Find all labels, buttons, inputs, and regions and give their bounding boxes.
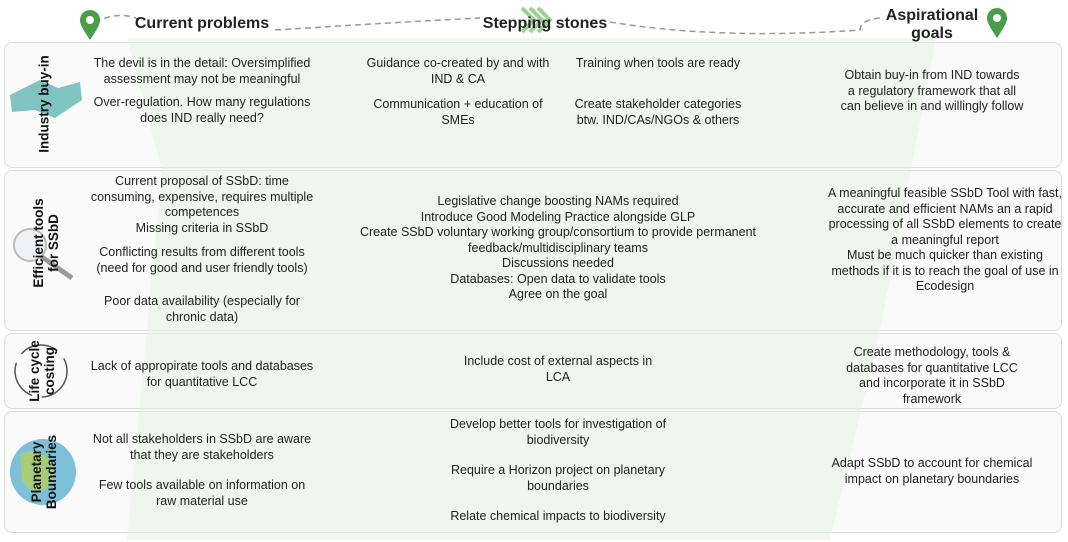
- goal-pin-icon: [987, 8, 1007, 38]
- goal-text: Create methodology, tools & databases fo…: [846, 345, 1018, 406]
- row-label: Industry buy-in: [36, 55, 52, 153]
- goal-text: Obtain buy-in from IND towards a regulat…: [840, 68, 1024, 113]
- stone-text: Communication + education of SMEs: [373, 97, 543, 127]
- stepping-stones-band: [127, 38, 936, 540]
- globe-icon: [10, 439, 76, 505]
- problem-text: The devil is in the detail: Oversimplifi…: [93, 56, 311, 86]
- stone-text: Training when tools are ready: [575, 56, 741, 70]
- stone-text: Relate chemical impacts to biodiversity: [450, 509, 666, 523]
- stone-text: Guidance co-created by and with IND & CA: [366, 56, 550, 86]
- chevron-icon: [520, 6, 553, 34]
- row-label: Planetary Boundaries: [29, 434, 59, 510]
- problem-text: Conflicting results from different tools…: [96, 245, 308, 275]
- magnifier-icon: [13, 228, 74, 281]
- handshake-icon: [10, 80, 82, 118]
- stone-text: Include cost of external aspects in LCA: [463, 354, 653, 384]
- header-current-problems: Current problems: [134, 15, 270, 32]
- stone-text: Develop better tools for investigation o…: [449, 417, 667, 447]
- stone-text: Create stakeholder categories btw. IND/C…: [574, 97, 742, 127]
- header-stepping-stones: Stepping stones: [482, 15, 608, 32]
- problem-text: Current proposal of SSbD: time consuming…: [90, 174, 314, 235]
- problem-text: Lack of appropirate tools and databases …: [90, 359, 314, 389]
- header-aspirational-goals: Aspirational goals: [885, 7, 979, 42]
- cycle-icon: [14, 344, 68, 398]
- row-label: Efficient tools for SSbD: [31, 198, 61, 288]
- problem-text: Few tools available on information on ra…: [98, 478, 306, 508]
- goal-text: A meaningful feasible SSbD Tool with fas…: [828, 186, 1062, 293]
- row-label: Life cycle costing: [27, 340, 57, 402]
- goal-text: Adapt SSbD to account for chemical impac…: [831, 456, 1033, 486]
- stone-text: Require a Horizon project on planetary b…: [450, 463, 666, 493]
- problem-text: Not all stakeholders in SSbD are aware t…: [92, 432, 312, 462]
- start-pin-icon: [80, 10, 100, 40]
- stone-text: Legislative change boosting NAMs require…: [359, 194, 757, 301]
- problem-text: Poor data availability (especially for c…: [104, 294, 300, 324]
- problem-text: Over-regulation. How many regulations do…: [93, 95, 311, 125]
